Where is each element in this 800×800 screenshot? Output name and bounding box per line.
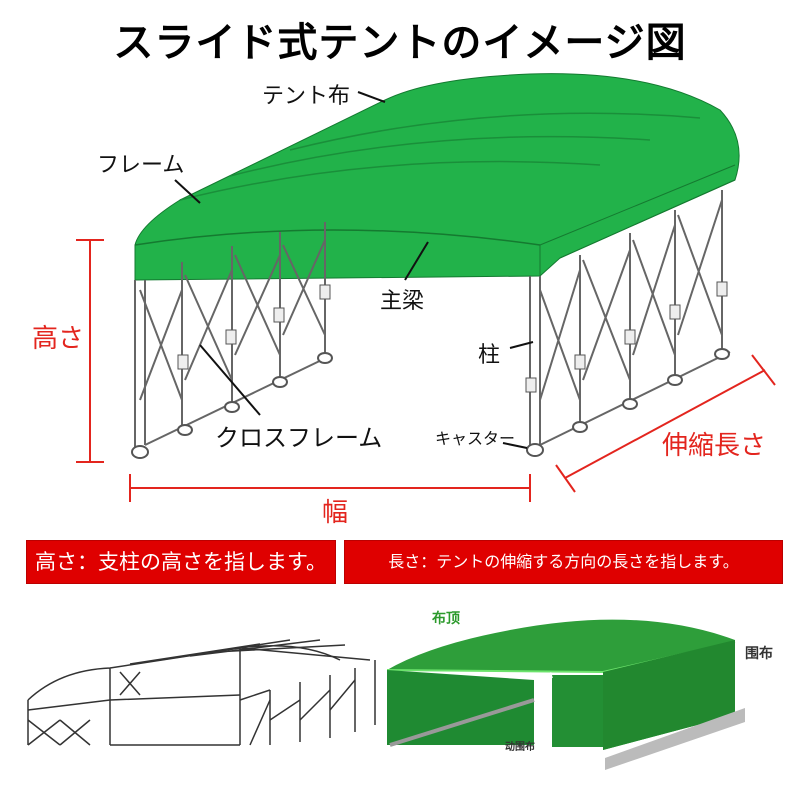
page-title: スライド式テントのイメージ図 [113, 20, 687, 66]
length-note-banner: 長さ：テントの伸縮する方向の長さを指します。 [345, 541, 782, 583]
dimension-length-label: 伸縮長さ [662, 431, 767, 461]
photo-label-movable-cloth: 动围布 [505, 742, 535, 753]
frame-sketch [27, 639, 376, 746]
label-frame: フレーム [97, 153, 185, 178]
label-main-beam: 主梁 [380, 289, 425, 314]
right-legs [529, 190, 731, 448]
photo-label-roof: 布顶 [432, 611, 460, 627]
joint-blocks [177, 281, 728, 393]
tent-roof [134, 73, 740, 281]
dimension-width-label: 幅 [322, 498, 349, 528]
dimension-lines [76, 239, 776, 502]
label-pillar: 柱 [478, 343, 501, 368]
dimension-height-label: 高さ [32, 324, 85, 354]
label-tent-fabric: テント布 [262, 84, 351, 109]
photo-label-side-cloth: 围布 [745, 646, 773, 662]
left-legs [134, 222, 331, 452]
height-note-banner: 高さ：支柱の高さを指します。 [27, 541, 335, 583]
roof-front-edge [134, 229, 541, 246]
callout-arrows [174, 91, 534, 449]
label-caster: キャスター [435, 429, 516, 448]
caster-icons [131, 348, 730, 459]
green-tent-photo [386, 619, 745, 770]
label-cross-frame: クロスフレーム [215, 424, 383, 452]
